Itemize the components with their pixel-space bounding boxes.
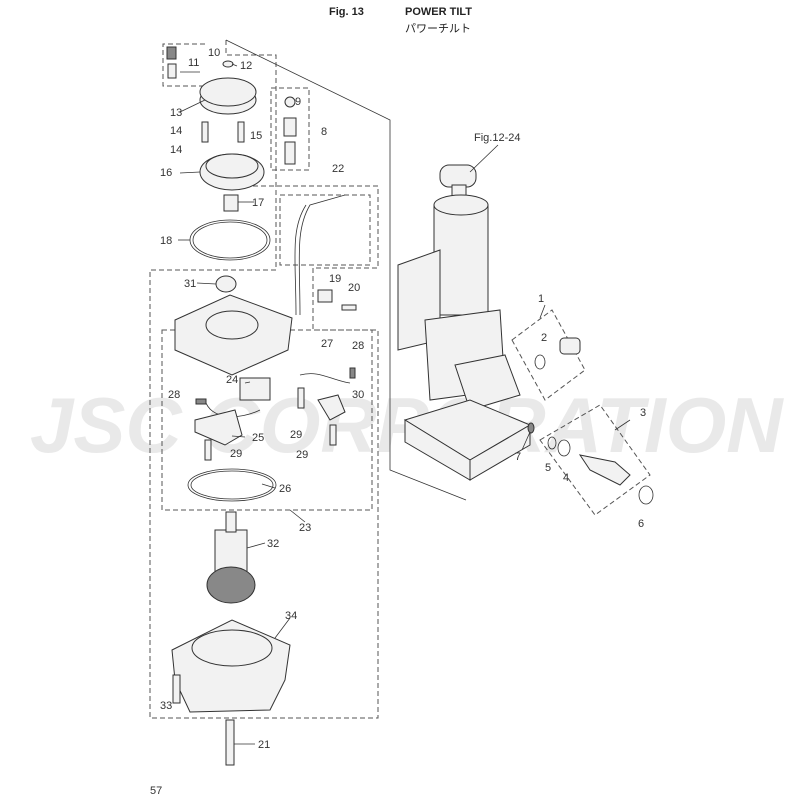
callout: 27 (321, 338, 333, 350)
figure-title-japanese: パワーチルト (405, 23, 471, 35)
group-box-22 (279, 194, 371, 266)
callout: 31 (184, 278, 196, 290)
callout: 33 (160, 700, 172, 712)
callout: 3 (640, 407, 646, 419)
wire-harness (298, 194, 346, 316)
callout: 34 (285, 610, 297, 622)
part-3-valve (578, 454, 631, 486)
callout: 14 (170, 144, 182, 156)
callout: 28 (168, 389, 180, 401)
part-25-holder (194, 409, 243, 446)
part-17 (223, 194, 239, 212)
callout: 23 (299, 522, 311, 534)
part-8-valve (283, 117, 297, 137)
leader-line-motor (225, 39, 467, 501)
callout: 9 (295, 96, 301, 108)
callout: 24 (226, 374, 238, 386)
part-29-screw (297, 387, 305, 409)
figure-title: POWER TILT (405, 6, 473, 18)
leader-lines (178, 63, 631, 745)
callout: 12 (240, 60, 252, 72)
callout: 7 (515, 451, 521, 463)
callout: 16 (160, 167, 172, 179)
part-1-plug (559, 337, 581, 355)
callout: 26 (279, 483, 291, 495)
callout: 10 (208, 47, 220, 59)
part-19 (317, 289, 333, 303)
callout: 29 (296, 449, 308, 461)
part-24-brush (239, 377, 271, 401)
part-20 (341, 304, 357, 311)
callout: 6 (638, 518, 644, 530)
group-box-10 (162, 43, 205, 87)
part-18-oring (189, 219, 271, 261)
callout: 1 (538, 293, 544, 305)
part-27-wire (299, 373, 351, 384)
part-2-oring (534, 354, 546, 370)
figure-number: Fig. 13 (329, 6, 364, 18)
callout: 15 (250, 130, 262, 142)
reference-label: Fig.12-24 (474, 132, 520, 144)
callout: 14 (170, 125, 182, 137)
callout: 22 (332, 163, 344, 175)
part-7 (527, 422, 535, 434)
part-30 (317, 394, 346, 421)
callout: 11 (188, 57, 199, 69)
group-box-8 (270, 87, 310, 171)
callout: 32 (267, 538, 279, 550)
part-6-circlip (638, 485, 654, 505)
callout: 20 (348, 282, 360, 294)
cylinder-eye (439, 164, 477, 188)
part-15-bolt (237, 121, 245, 143)
callout: 30 (352, 389, 364, 401)
group-box-1 (511, 309, 586, 401)
part-28-spring (195, 398, 207, 405)
part-31-bearing (215, 275, 237, 293)
callout: 29 (230, 448, 242, 460)
part-33-bolt (172, 674, 181, 704)
part-26-oring (187, 468, 277, 502)
tilt-cylinder (433, 204, 489, 316)
part-21-bolt (225, 719, 235, 766)
callout: 17 (252, 197, 264, 209)
group-box-upper (149, 40, 379, 719)
callout: 25 (252, 432, 264, 444)
callout: 4 (563, 472, 569, 484)
callout: 13 (170, 107, 182, 119)
part-14-bolt (201, 121, 209, 143)
callout: 5 (545, 462, 551, 474)
page-number: 57 (150, 785, 162, 797)
group-box-3 (539, 404, 651, 516)
part-9 (284, 96, 296, 108)
callout: 2 (541, 332, 547, 344)
part-5 (547, 436, 557, 450)
part-4 (557, 439, 571, 457)
callout: 19 (329, 273, 341, 285)
part-12 (222, 60, 234, 68)
callout: 21 (258, 739, 270, 751)
callout: 29 (290, 429, 302, 441)
callout: 28 (352, 340, 364, 352)
part-11 (166, 46, 177, 60)
callout: 18 (160, 235, 172, 247)
part-11b (167, 63, 177, 79)
callout-labels: 1 2 3 4 5 6 7 8 9 10 11 12 13 14 14 15 1… (150, 47, 646, 797)
callout: 8 (321, 126, 327, 138)
